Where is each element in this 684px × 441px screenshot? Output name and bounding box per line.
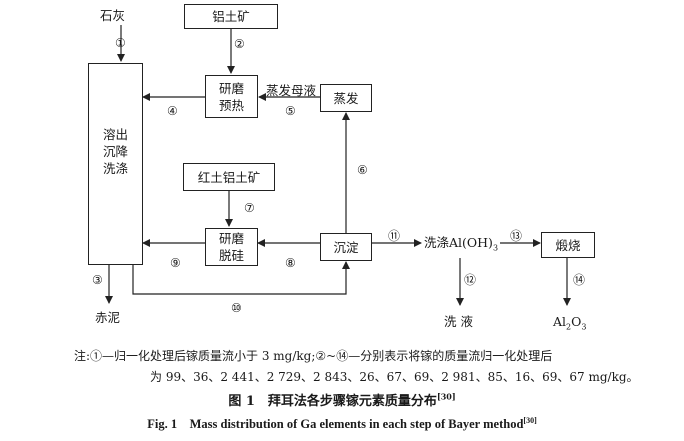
grind-preheat-line-1: 研磨 (218, 80, 244, 96)
step-12: ⑫ (464, 273, 477, 287)
grind-desil-line-1: 研磨 (218, 231, 244, 246)
node-bauxite: 铝土矿 (184, 4, 278, 29)
caption-zh-text: 图 1 拜耳法各步骤镓元素质量分布 (228, 394, 437, 409)
step-3: ③ (92, 273, 103, 287)
grind-desil-line-2: 脱硅 (218, 248, 244, 263)
label-wash-liquor: 洗 液 (444, 314, 473, 329)
step-11: ⑪ (388, 229, 401, 243)
label-mother-liquor: 蒸发母液 (266, 83, 317, 98)
node-digestion-line-2: 沉降 (102, 144, 128, 159)
node-calcination: 煅烧 (541, 232, 595, 258)
label-lime: 石灰 (100, 8, 126, 23)
node-grind-desilication: 研磨 脱硅 (205, 228, 258, 266)
step-8: ⑧ (285, 256, 296, 270)
step-7: ⑦ (244, 201, 255, 215)
label-alumina: Al2O3 (553, 315, 586, 335)
step-1: ① (115, 36, 126, 50)
step-4: ④ (167, 104, 178, 118)
arrow-digestion-to-precip (132, 261, 350, 295)
node-laterite-bauxite: 红土铝土矿 (183, 163, 275, 191)
washing-aloh-subscript: 3 (492, 243, 499, 253)
step-5: ⑤ (285, 104, 296, 118)
caption-en-text: Fig. 1 Mass distribution of Ga elements … (147, 417, 524, 431)
figure-note-line-1: 注:①—归一化处理后镓质量流小于 3 mg/kg;②~⑭—分别表示将镓的质量流归… (74, 349, 553, 363)
figure-note-line-2: 为 99、36、2 441、2 729、2 843、26、67、69、2 981… (150, 370, 639, 384)
label-red-mud: 赤泥 (95, 310, 121, 325)
step-14: ⑭ (573, 273, 586, 287)
step-10: ⑩ (231, 301, 242, 315)
alumina-sub-3: 3 (581, 322, 587, 332)
node-evaporation: 蒸发 (320, 84, 372, 112)
step-13: ⑬ (510, 229, 523, 243)
caption-zh: 图 1 拜耳法各步骤镓元素质量分布[30] (0, 390, 684, 409)
step-9: ⑨ (170, 256, 181, 270)
step-2: ② (234, 37, 245, 51)
label-washing-aloh3: 洗涤Al(OH)3 (424, 236, 498, 256)
grind-preheat-line-2: 预热 (218, 97, 244, 113)
node-digestion-line-1: 溶出 (102, 127, 128, 142)
node-grind-preheat: 研磨 预热 (205, 75, 258, 118)
caption-en-ref: [30] (523, 415, 537, 425)
node-digestion-settling-washing: 溶出 沉降 洗涤 (88, 63, 143, 265)
node-digestion-line-3: 洗涤 (102, 161, 128, 176)
alumina-sub-2: 2 (566, 322, 572, 332)
step-6: ⑥ (357, 163, 368, 177)
alumina-al: Al (553, 314, 567, 329)
caption-en: Fig. 1 Mass distribution of Ga elements … (0, 413, 684, 432)
alumina-o: O (571, 314, 582, 329)
node-precipitation: 沉淀 (320, 233, 372, 261)
washing-aloh-text: 洗涤Al(OH) (424, 235, 493, 250)
caption-zh-ref: [30] (436, 391, 456, 402)
